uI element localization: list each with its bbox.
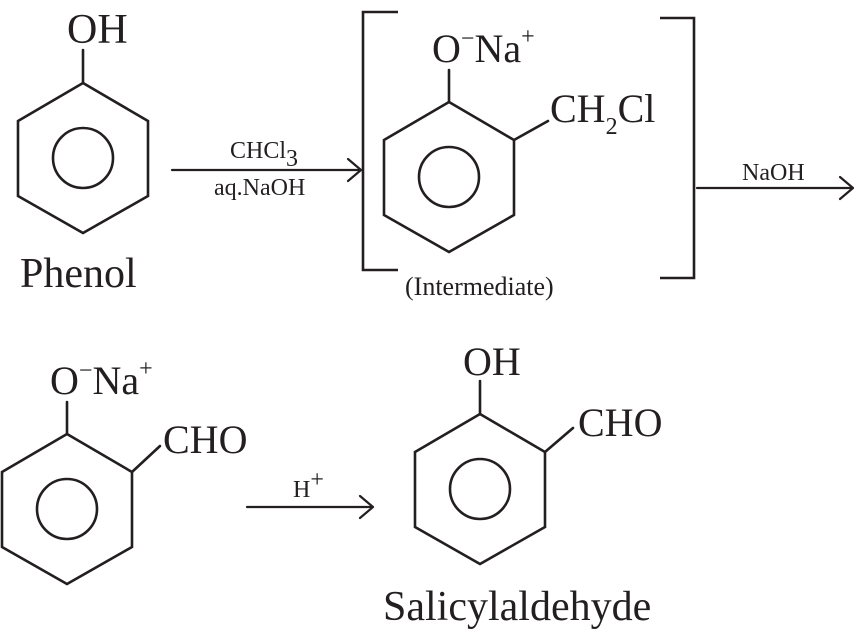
salicylaldehyde-molecule: OH CHO Salicylaldehyde <box>383 339 662 630</box>
product-oh-label: OH <box>463 339 521 384</box>
phenoxide-benzene-ring <box>0 432 134 586</box>
step3-reagent: H+ <box>293 467 324 503</box>
phenol-caption: Phenol <box>20 251 137 297</box>
phenoxide-aromatic-circle <box>35 477 99 541</box>
phenoxide-oxide-label: O−Na+ <box>50 356 153 403</box>
step2-arrow-head <box>838 175 855 201</box>
phenoxide-side-bond <box>130 444 162 474</box>
step3-arrow-group: H+ <box>245 467 375 520</box>
intermediate-molecule: O−Na+ CH2Cl (Intermediate) <box>361 10 696 301</box>
right-bracket <box>660 16 696 280</box>
phenol-aromatic-circle <box>51 126 115 190</box>
phenol-benzene-ring <box>16 81 150 235</box>
step1-arrow-head <box>346 157 363 183</box>
product-benzene-ring <box>413 412 547 566</box>
intermediate-aromatic-circle <box>417 145 481 209</box>
intermediate-benzene-ring <box>382 100 516 254</box>
phenoxide-cho-label: CHO <box>163 417 247 462</box>
step2-arrow-group: NaOH <box>695 160 855 201</box>
product-aromatic-circle <box>448 457 512 521</box>
step2-reagent: NaOH <box>742 160 805 186</box>
step1-arrow-group: CHCl3 aq.NaOH <box>170 138 363 201</box>
intermediate-caption: (Intermediate) <box>405 272 554 301</box>
intermediate-oxide-label: O−Na+ <box>432 24 535 71</box>
step1-reagent-bottom: aq.NaOH <box>214 175 305 201</box>
phenoxide-aldehyde-molecule: O−Na+ CHO <box>0 356 247 586</box>
step1-reagent-top: CHCl3 <box>230 138 298 172</box>
product-cho-label: CHO <box>578 400 662 445</box>
intermediate-side-chain-label: CH2Cl <box>550 86 655 140</box>
phenol-oh-label: OH <box>67 7 128 53</box>
phenol-molecule: OH Phenol <box>16 7 150 297</box>
left-bracket <box>361 10 398 272</box>
intermediate-side-bond <box>512 119 550 142</box>
product-caption: Salicylaldehyde <box>383 584 651 630</box>
product-side-bond <box>543 426 575 454</box>
step3-arrow-head <box>358 494 375 520</box>
